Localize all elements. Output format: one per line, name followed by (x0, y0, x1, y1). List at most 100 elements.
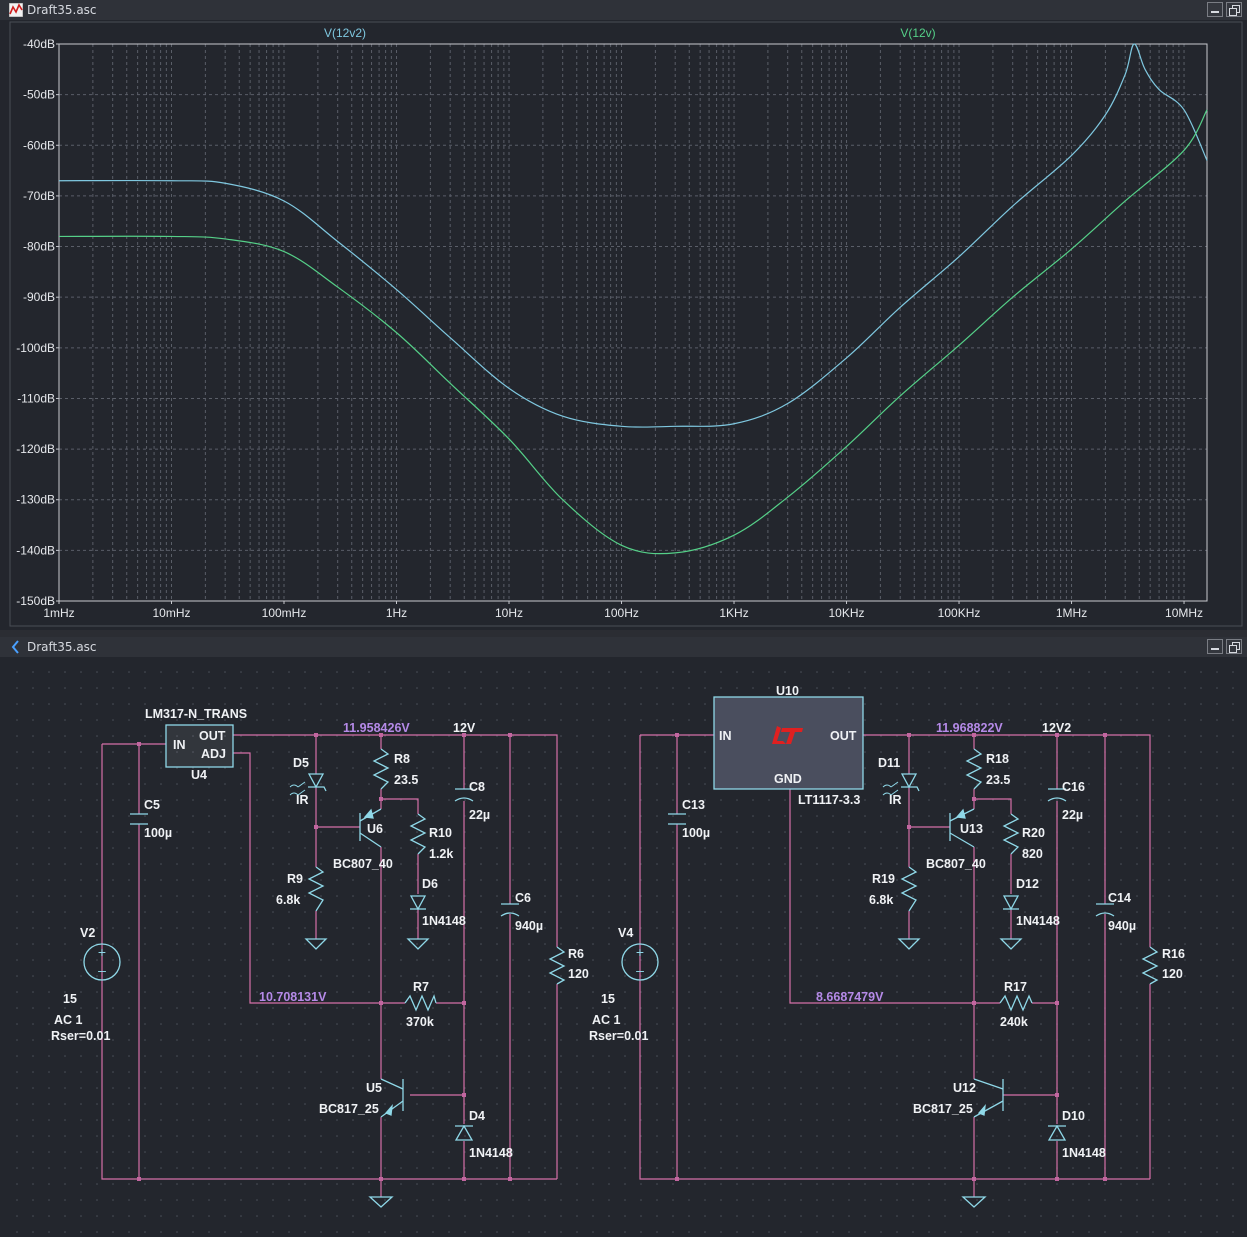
y-tick-label: -50dB (23, 88, 55, 102)
left-components (83, 724, 566, 1208)
voltage-source-v4[interactable] (621, 943, 659, 981)
label-r18: R18 (986, 752, 1009, 766)
restore-button[interactable] (1226, 639, 1242, 654)
label-d10: D10 (1062, 1109, 1085, 1123)
label-c13-val: 100µ (682, 826, 710, 840)
trace-12v[interactable] (58, 109, 1208, 555)
label-r17-val: 240k (1000, 1015, 1028, 1029)
label-d5: D5 (293, 756, 309, 770)
regulator-u4[interactable] (165, 724, 234, 768)
schematic-window-title: Draft35.asc (27, 640, 97, 654)
x-tick-label: 1mHz (43, 606, 74, 620)
node-voltage-right-adj: 8.6687479V (816, 990, 884, 1004)
label-d4: D4 (469, 1109, 485, 1123)
restore-button[interactable] (1226, 2, 1242, 17)
y-tick-label: -150dB (16, 594, 55, 608)
x-tick-label: 1KHz (719, 606, 748, 620)
label-r16: R16 (1162, 947, 1185, 961)
label-d5-val: IR (296, 793, 309, 807)
label-c14-val: 940µ (1108, 919, 1136, 933)
svg-text:+: + (636, 944, 644, 960)
left-circuit-wires (101, 734, 558, 1197)
label-v2-rser: Rser=0.01 (51, 1029, 110, 1043)
label-c6-val: 940µ (515, 919, 543, 933)
label-r16-val: 120 (1162, 967, 1183, 981)
label-u6: U6 (367, 822, 383, 836)
waveform-app-icon (9, 3, 23, 17)
label-d6: D6 (422, 877, 438, 891)
trace-label-12v[interactable]: V(12v) (900, 26, 935, 40)
schematic-window-titlebar[interactable]: Draft35.asc (0, 637, 1247, 658)
label-r20: R20 (1022, 826, 1045, 840)
label-c8-val: 22µ (469, 808, 490, 822)
schematic-canvas[interactable]: + – (0, 657, 1247, 1237)
x-tick-label: 10MHz (1165, 606, 1203, 620)
label-u13: U13 (960, 822, 983, 836)
node-voltage-left-out: 11.958426V (343, 721, 410, 735)
label-r17: R17 (1004, 980, 1027, 994)
schematic-window: Draft35.asc (0, 637, 1247, 1237)
x-tick-label: 100KHz (938, 606, 981, 620)
x-tick-label: 1MHz (1056, 606, 1087, 620)
minimize-button[interactable] (1207, 2, 1223, 17)
label-d12-val: 1N4148 (1016, 914, 1060, 928)
label-c5: C5 (144, 798, 160, 812)
bode-plot[interactable]: -40dB-50dB-60dB-70dB-80dB-90dB-100dB-110… (0, 20, 1247, 630)
label-c6: C6 (515, 891, 531, 905)
voltage-source-v2[interactable] (83, 943, 121, 981)
right-circuit-wires (639, 734, 1151, 1197)
label-u4-in: IN (173, 738, 186, 752)
plot-grid (58, 43, 1207, 602)
label-r8-val: 23.5 (394, 773, 418, 787)
label-r9: R9 (287, 872, 303, 886)
x-tick-label: 100mHz (262, 606, 307, 620)
node-voltage-right-out: 11.968822V (936, 721, 1003, 735)
y-tick-label: -120dB (16, 442, 55, 456)
node-voltage-left-adj: 10.708131V (259, 990, 327, 1004)
plot-area (58, 43, 1208, 602)
label-u12-val: BC817_25 (913, 1102, 973, 1116)
label-v2-dc: 15 (63, 992, 77, 1006)
label-u4-type: LM317-N_TRANS (145, 707, 247, 721)
plot-window-titlebar[interactable]: Draft35.asc (0, 0, 1247, 21)
label-u4-out: OUT (199, 729, 226, 743)
y-tick-label: -40dB (23, 37, 55, 51)
label-v4-ac: AC 1 (592, 1013, 621, 1027)
junction-dots (137, 733, 1107, 1181)
svg-text:+: + (98, 944, 106, 960)
label-v2: V2 (80, 926, 95, 940)
trace-label-12v2[interactable]: V(12v2) (324, 26, 366, 40)
x-tick-label: 10mHz (152, 606, 190, 620)
label-d11: D11 (878, 756, 900, 770)
net-label-12v2[interactable]: 12V2 (1042, 721, 1071, 735)
y-tick-label: -60dB (23, 138, 55, 152)
ir-arrows-icon (289, 781, 306, 796)
label-u10: U10 (776, 684, 799, 698)
y-tick-label: -100dB (16, 341, 55, 355)
label-v4-rser: Rser=0.01 (589, 1029, 648, 1043)
label-u5-val: BC817_25 (319, 1102, 379, 1116)
trace-12v2[interactable] (58, 43, 1208, 428)
ir-arrows-icon (882, 781, 899, 796)
y-tick-label: -90dB (23, 290, 55, 304)
y-tick-label: -110dB (17, 391, 55, 405)
label-d4-val: 1N4148 (469, 1146, 513, 1160)
label-r9-val: 6.8k (276, 893, 300, 907)
label-r6: R6 (568, 947, 584, 961)
net-label-12v[interactable]: 12V (453, 721, 476, 735)
label-u4: U4 (191, 768, 207, 782)
label-r8: R8 (394, 752, 410, 766)
label-r18-val: 23.5 (986, 773, 1010, 787)
label-d10-val: 1N4148 (1062, 1146, 1106, 1160)
plot-window-title: Draft35.asc (27, 3, 97, 17)
label-r10-val: 1.2k (429, 847, 453, 861)
x-tick-label: 1Hz (386, 606, 407, 620)
label-u13-val: BC807_40 (926, 857, 986, 871)
x-tick-label: 10KHz (829, 606, 865, 620)
label-d11-val: IR (889, 793, 902, 807)
minimize-button[interactable] (1207, 639, 1223, 654)
label-r10: R10 (429, 826, 452, 840)
label-c8: C8 (469, 780, 485, 794)
label-r19-val: 6.8k (869, 893, 893, 907)
label-u4-adj: ADJ (201, 747, 226, 761)
